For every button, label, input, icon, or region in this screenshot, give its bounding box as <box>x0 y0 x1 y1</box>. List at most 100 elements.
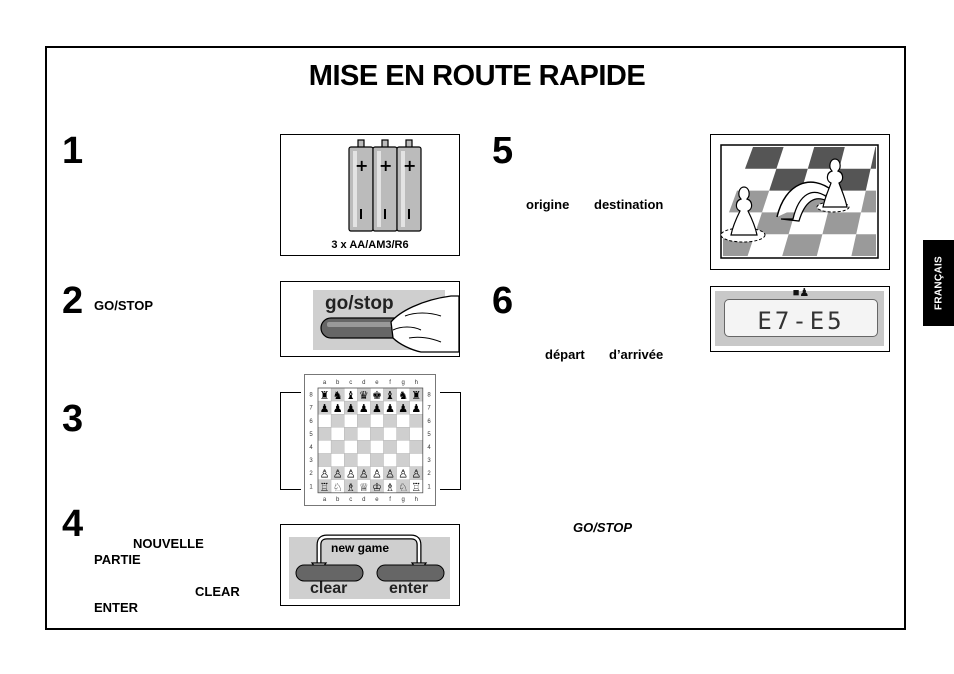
board-square <box>357 440 371 454</box>
chess-piece: ♜ <box>411 389 421 402</box>
board-square <box>357 453 371 467</box>
chess-piece: ♙ <box>346 468 356 481</box>
board-square <box>344 414 358 428</box>
svg-text:+: + <box>379 156 392 175</box>
step-4-text-enter: ENTER <box>94 600 139 615</box>
board-rank-label-right: 3 <box>427 458 431 464</box>
board-square <box>396 453 410 467</box>
floor-square <box>833 168 871 191</box>
board-bracket-left <box>280 392 301 490</box>
new-game-label: new game <box>331 541 390 555</box>
chess-piece: ♞ <box>333 389 343 402</box>
language-tab-label: FRANÇAIS <box>933 255 944 311</box>
step-2-number: 2 <box>62 280 84 322</box>
pawn-move-scene <box>720 144 879 259</box>
step-4-text-nouvelle: NOUVELLE <box>133 536 204 551</box>
board-rank-label-left: 2 <box>309 471 313 477</box>
chess-piece: ♟ <box>385 402 395 415</box>
board-rank-label-right: 5 <box>427 432 431 438</box>
enter-key-label: enter <box>389 580 429 597</box>
chess-piece: ♛ <box>359 389 369 402</box>
board-rank-label-right: 6 <box>427 419 431 425</box>
hand-pressing-icon <box>320 295 459 353</box>
chess-piece: ♞ <box>398 389 408 402</box>
svg-text:+: + <box>403 156 416 175</box>
board-square <box>409 414 423 428</box>
floor-square <box>851 234 876 256</box>
board-file-label-top: b <box>336 380 340 386</box>
battery-illustration: + + + 3 x AA/AM3/R6 <box>280 134 460 256</box>
step-6-number: 6 <box>492 280 514 322</box>
move-illustration <box>710 134 890 270</box>
board-file-label-top: c <box>349 380 352 386</box>
chess-piece: ♘ <box>398 481 408 494</box>
floor-square <box>861 190 876 213</box>
step-4-text-clear: CLEAR <box>195 584 240 599</box>
board-file-label-bottom: h <box>415 497 418 503</box>
board-square <box>370 427 384 441</box>
step-6-text-depart: départ <box>545 347 585 362</box>
chess-piece: ♘ <box>333 481 343 494</box>
board-file-label-bottom: d <box>362 497 365 503</box>
chess-piece: ♟ <box>346 402 356 415</box>
board-square <box>383 453 397 467</box>
board-square <box>396 440 410 454</box>
chess-piece: ♙ <box>359 468 369 481</box>
chess-piece: ♖ <box>411 481 421 494</box>
chess-piece: ♗ <box>346 481 356 494</box>
chess-piece: ♚ <box>372 389 382 402</box>
board-rank-label-right: 4 <box>427 445 431 451</box>
board-square <box>344 440 358 454</box>
svg-text:+: + <box>355 156 368 175</box>
board-square <box>344 427 358 441</box>
lcd-screen: ■♟ E7-E5 <box>724 287 878 337</box>
chess-piece: ♟ <box>320 402 330 415</box>
chess-piece: ♙ <box>398 468 408 481</box>
board-square <box>409 427 423 441</box>
floor-square <box>782 234 823 256</box>
board-square <box>317 440 332 454</box>
board-square <box>409 440 423 454</box>
board-rank-label-right: 7 <box>427 406 431 412</box>
chess-piece: ♜ <box>320 389 330 402</box>
chess-piece: ♝ <box>385 389 395 402</box>
clear-key-label: clear <box>310 580 348 597</box>
step-1-number: 1 <box>62 130 84 172</box>
board-square <box>383 440 397 454</box>
chess-piece: ♟ <box>398 402 408 415</box>
board-square <box>383 414 397 428</box>
board-file-label-top: g <box>401 380 404 386</box>
board-square <box>396 427 410 441</box>
go-stop-illustration: go/stop <box>280 281 460 357</box>
board-square <box>370 414 384 428</box>
board-square <box>330 440 345 454</box>
step-5-number: 5 <box>492 130 514 172</box>
chess-piece: ♟ <box>333 402 343 415</box>
lcd-illustration: ■♟ E7-E5 <box>710 286 890 352</box>
board-rank-label-left: 8 <box>309 393 313 399</box>
chess-piece: ♙ <box>411 468 421 481</box>
board-file-label-bottom: c <box>349 497 352 503</box>
floor-square <box>822 212 861 235</box>
chess-piece: ♙ <box>372 468 382 481</box>
step-5-text-destination: destination <box>594 197 664 212</box>
board-rank-label-left: 1 <box>309 484 313 490</box>
battery-caption: 3 x AA/AM3/R6 <box>331 239 409 251</box>
chess-piece: ♟ <box>411 402 421 415</box>
board-square <box>357 414 371 428</box>
board-square <box>330 453 345 467</box>
board-square <box>317 414 332 428</box>
board-square <box>383 427 397 441</box>
board-square <box>396 414 410 428</box>
step-2-text: GO/STOP <box>94 298 153 313</box>
board-file-label-top: a <box>323 380 327 386</box>
floor-square <box>754 212 795 235</box>
chess-piece: ♕ <box>359 481 369 494</box>
language-tab: FRANÇAIS <box>923 240 954 326</box>
new-game-arrows <box>295 534 445 582</box>
board-rank-label-right: 1 <box>427 484 431 490</box>
board-file-label-bottom: b <box>336 497 340 503</box>
board-square <box>409 453 423 467</box>
